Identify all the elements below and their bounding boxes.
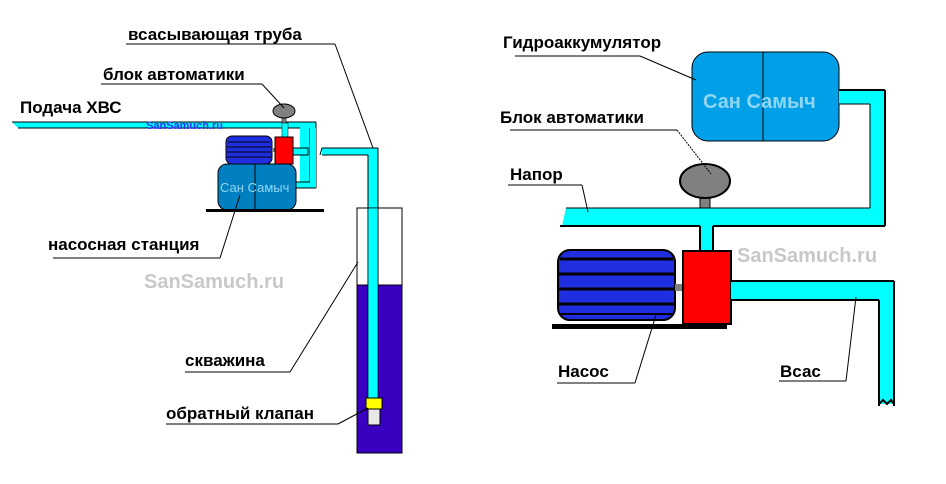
pump-head-left (274, 136, 294, 165)
label-pump: Насос (558, 362, 609, 381)
watermark-left: SanSamuch.ru (144, 271, 284, 293)
station-brand: Сан Самыч (220, 180, 289, 195)
left-diagram: SanSamuch.ru Сан Самыч (12, 25, 403, 454)
accumulator-tank: Сан Самыч (691, 51, 840, 142)
label-automation-block-right: Блок автоматики (500, 108, 644, 127)
left-labels: всасывающая труба блок автоматики Подача… (20, 25, 374, 425)
right-labels: Гидроаккумулятор Блок автоматики Напор S… (500, 33, 877, 384)
label-accumulator: Гидроаккумулятор (503, 33, 661, 52)
label-automation-block: блок автоматики (103, 65, 245, 84)
motor-right (552, 249, 727, 329)
tank-brand: Сан Самыч (703, 91, 816, 113)
suction-pipe-right (731, 280, 895, 406)
pump-station-tank: Сан Самыч (206, 163, 324, 212)
label-suction: Всас (780, 362, 821, 381)
label-suction-pipe: всасывающая труба (128, 25, 302, 44)
label-cold-water-supply: Подача ХВС (20, 98, 122, 117)
supply-pipe (12, 121, 317, 189)
label-pressure: Напор (510, 165, 563, 184)
automation-block-left (272, 103, 296, 138)
automation-block-right (679, 163, 731, 209)
well (356, 207, 403, 454)
label-well: скважина (185, 351, 265, 370)
check-valve-filter (367, 408, 381, 426)
watermark-right: SanSamuch.ru (737, 245, 877, 267)
motor-left (225, 135, 275, 165)
pump-outlet-pipe (292, 147, 309, 156)
label-pump-station: насосная станция (48, 235, 199, 254)
label-check-valve: обратный клапан (166, 404, 314, 423)
watermark-small: SanSamuch.ru (146, 120, 223, 132)
pump-head-right (682, 250, 732, 325)
pressure-pipe (560, 89, 886, 251)
right-diagram: Сан Самыч (500, 33, 895, 406)
